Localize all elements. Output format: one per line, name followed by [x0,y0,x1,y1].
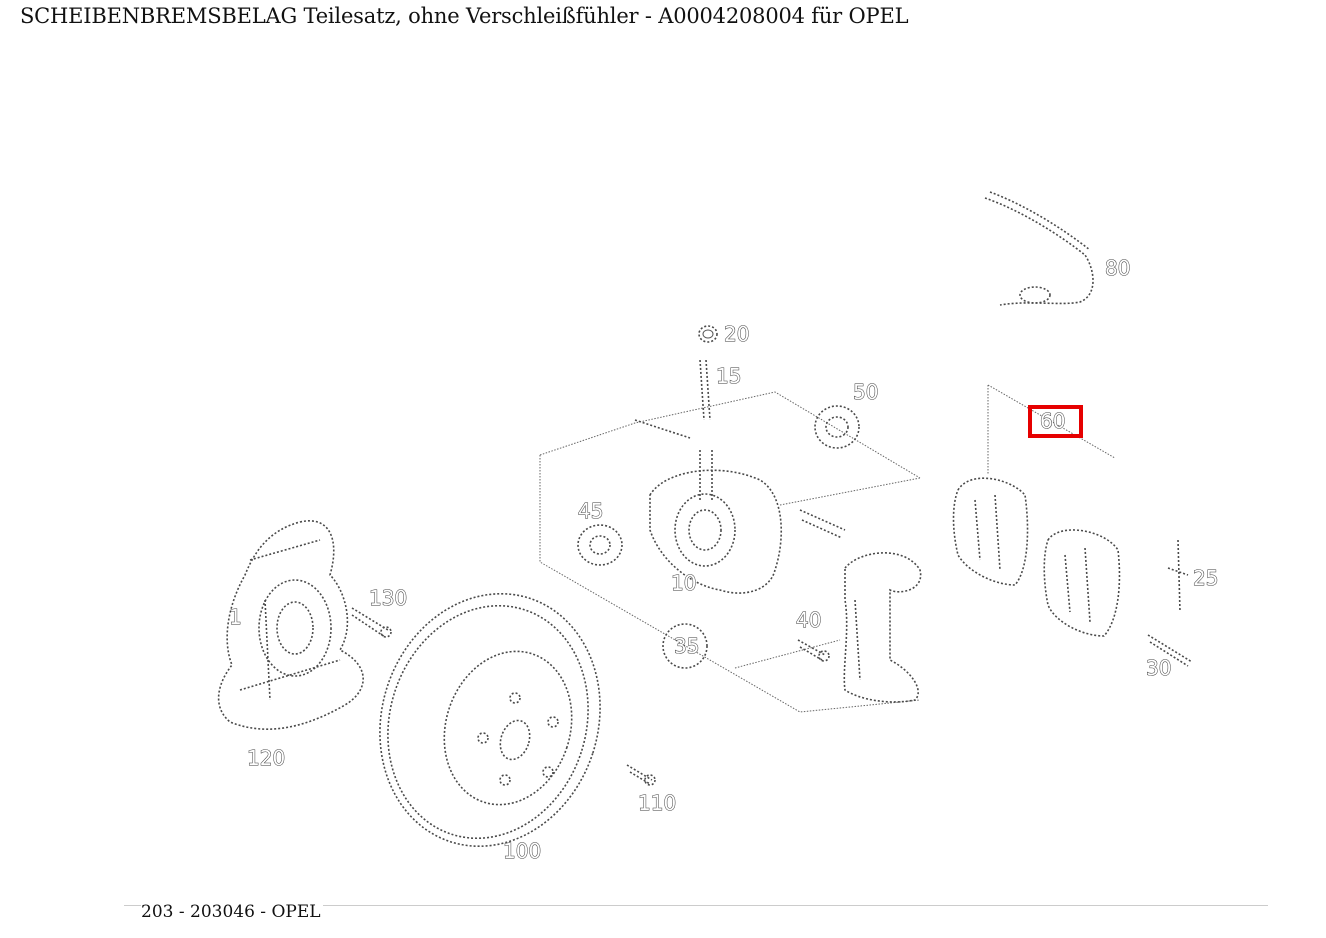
callout-35: 35 [674,634,699,658]
callout-45: 45 [578,499,603,523]
callout-100: 100 [503,839,541,863]
part-30-spring [1147,634,1193,667]
part-100-brake-disc [379,592,601,848]
callout-60[interactable]: 60 [1040,409,1066,434]
guide-pin [799,509,846,539]
part-15-bleed-screw [699,359,711,421]
part-80-sensor-cable [984,191,1094,306]
callout-80: 80 [1105,256,1130,280]
part-60-brake-pad-inner [952,477,1029,586]
part-35-boot [662,623,708,669]
part-10-caliper [634,419,783,594]
part-110-screw [626,764,656,786]
callout-1: 1 [229,605,242,629]
footer-divider [124,905,1268,906]
selected-part-highlight [1028,405,1083,438]
part-25-clip [1167,539,1189,613]
page-title: SCHEIBENBREMSBELAG Teilesatz, ohne Versc… [20,4,909,28]
callout-10: 10 [671,571,696,595]
callout-20: 20 [724,322,749,346]
part-40-bolt [797,639,830,662]
part-130-bolt [351,607,392,638]
callout-40: 40 [796,608,821,632]
part-120-dust-shield [217,520,364,730]
callout-30: 30 [1146,656,1171,680]
part-50-piston [814,405,860,449]
callouts: 1 10 15 20 25 30 35 40 45 50 60 80 100 1… [229,256,1219,864]
part-60-brake-pad-outer [1043,529,1121,637]
part-20-cap [698,325,718,343]
caliper-carrier [843,552,922,703]
part-45-seal [577,524,623,566]
callout-15: 15 [716,364,741,388]
callout-50: 50 [853,380,878,404]
assembly-frame [539,384,1116,713]
callout-110: 110 [638,791,676,815]
callout-25: 25 [1193,566,1218,590]
footer-caption: 203 - 203046 - OPEL [141,902,323,922]
callout-120: 120 [247,746,285,770]
callout-130: 130 [369,586,407,610]
